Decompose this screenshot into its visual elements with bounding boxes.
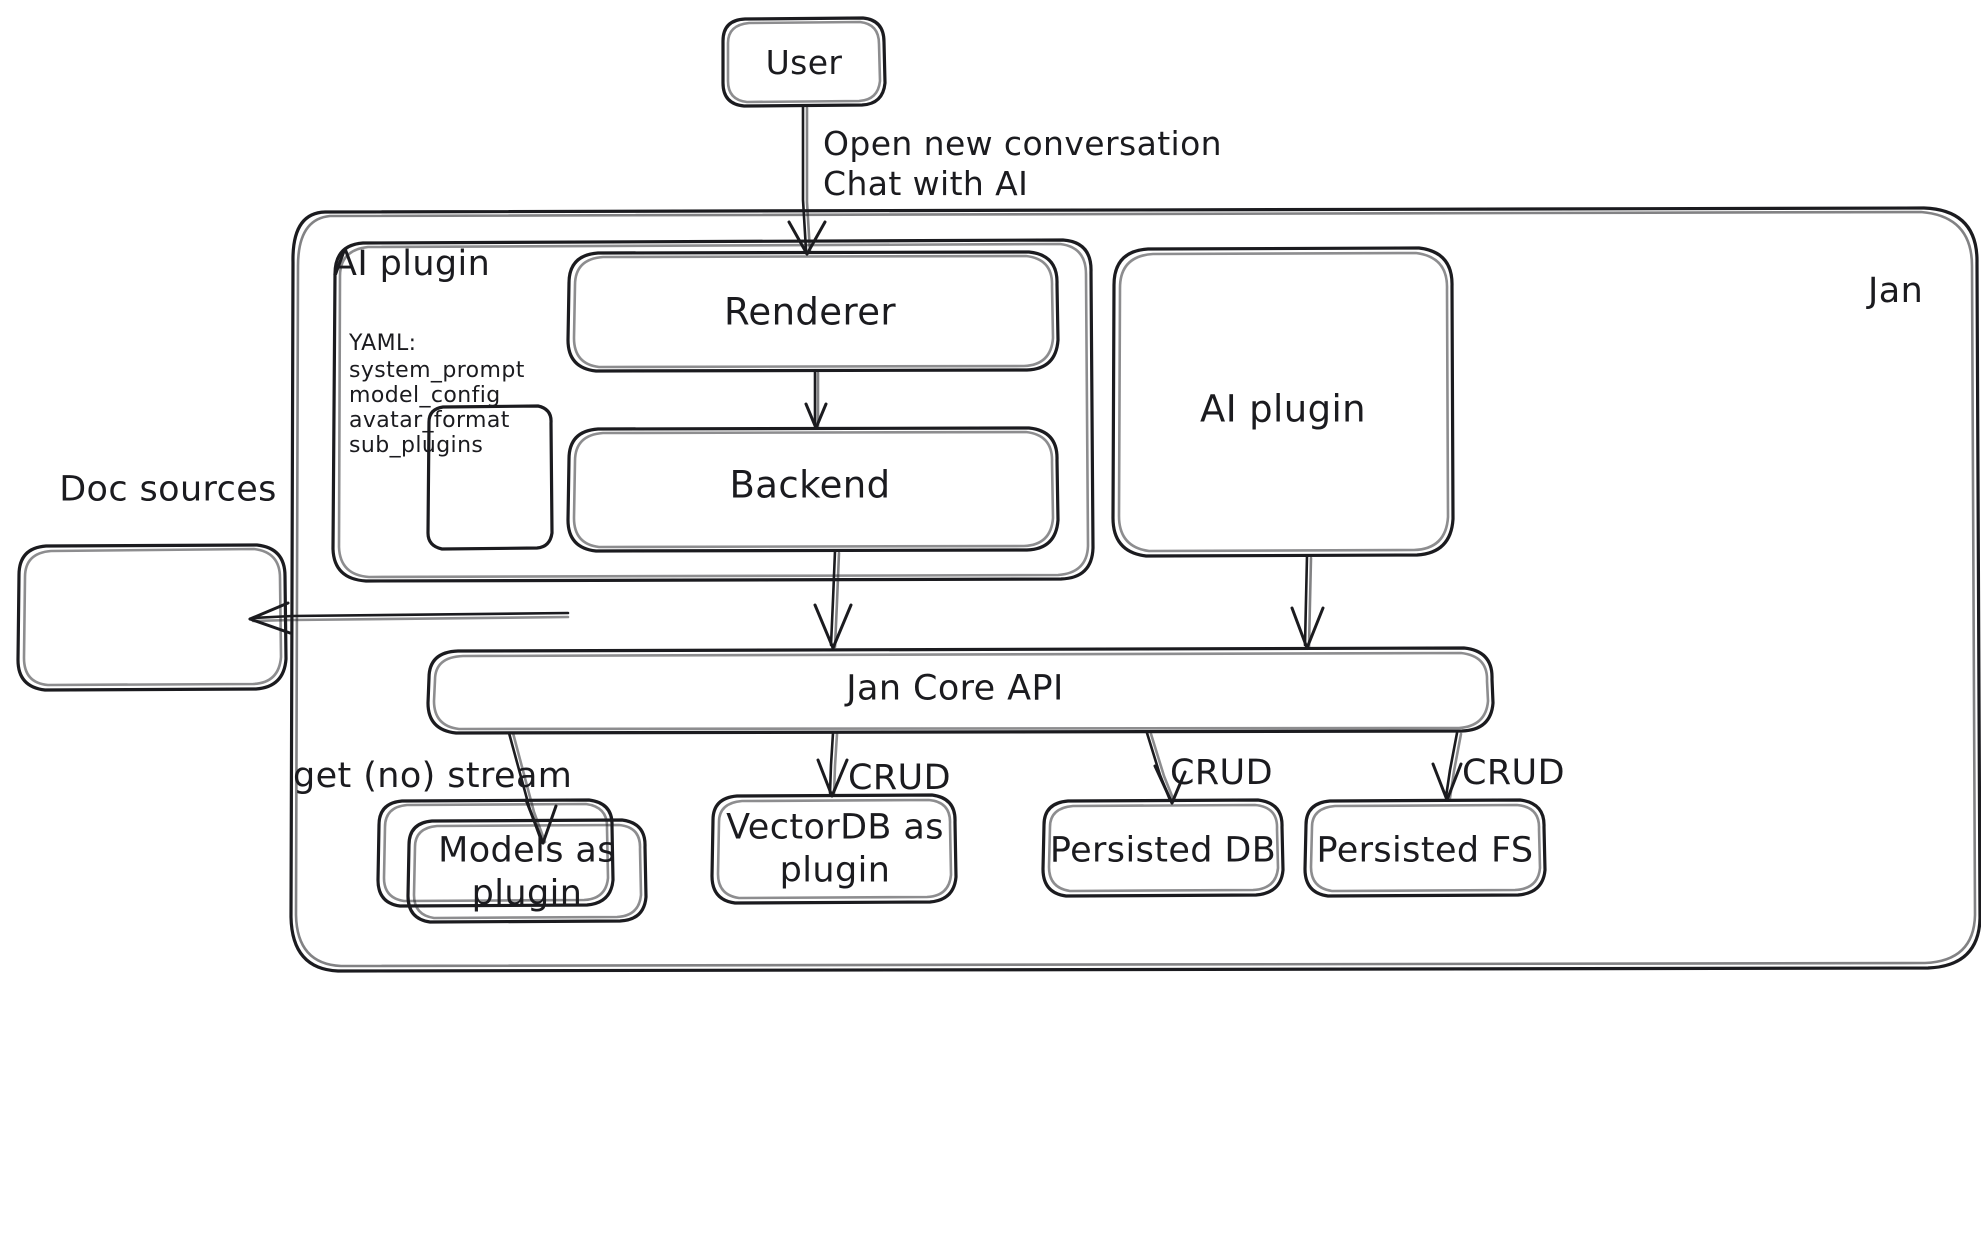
persisted-db-box-shape	[1041, 798, 1285, 898]
jan-core-api-box-shape	[426, 646, 1495, 735]
arrow-backend-to-core-api	[813, 549, 853, 650]
persisted-fs-box-shape	[1303, 798, 1547, 898]
renderer-box-shape	[566, 250, 1060, 373]
doc-sources-box-shape	[16, 543, 288, 692]
backend-box-shape	[566, 426, 1060, 553]
ai-plugin-right-box-shape	[1111, 246, 1455, 558]
arrow-core-api-to-vectordb	[816, 731, 849, 798]
ai-plugin-group-shape	[331, 238, 1095, 583]
arrow-user-to-renderer	[787, 104, 827, 256]
vectordb-plugin-box-shape	[710, 793, 958, 905]
arrow-core-api-to-persisted-db	[1145, 731, 1187, 805]
jan-container-shape	[289, 206, 1981, 973]
arrow-core-api-to-models	[507, 731, 558, 845]
arrow-backend-to-doc-sources	[248, 601, 570, 635]
models-plugin-back-box-shape	[376, 798, 615, 908]
user-box-shape	[721, 16, 887, 108]
yaml-box-shape	[426, 404, 554, 551]
models-plugin-box-shape	[406, 818, 648, 924]
arrow-ai-plugin-to-core-api	[1290, 554, 1325, 650]
arrow-core-api-to-persisted-fs	[1431, 731, 1463, 802]
arrow-renderer-to-backend	[804, 369, 828, 430]
